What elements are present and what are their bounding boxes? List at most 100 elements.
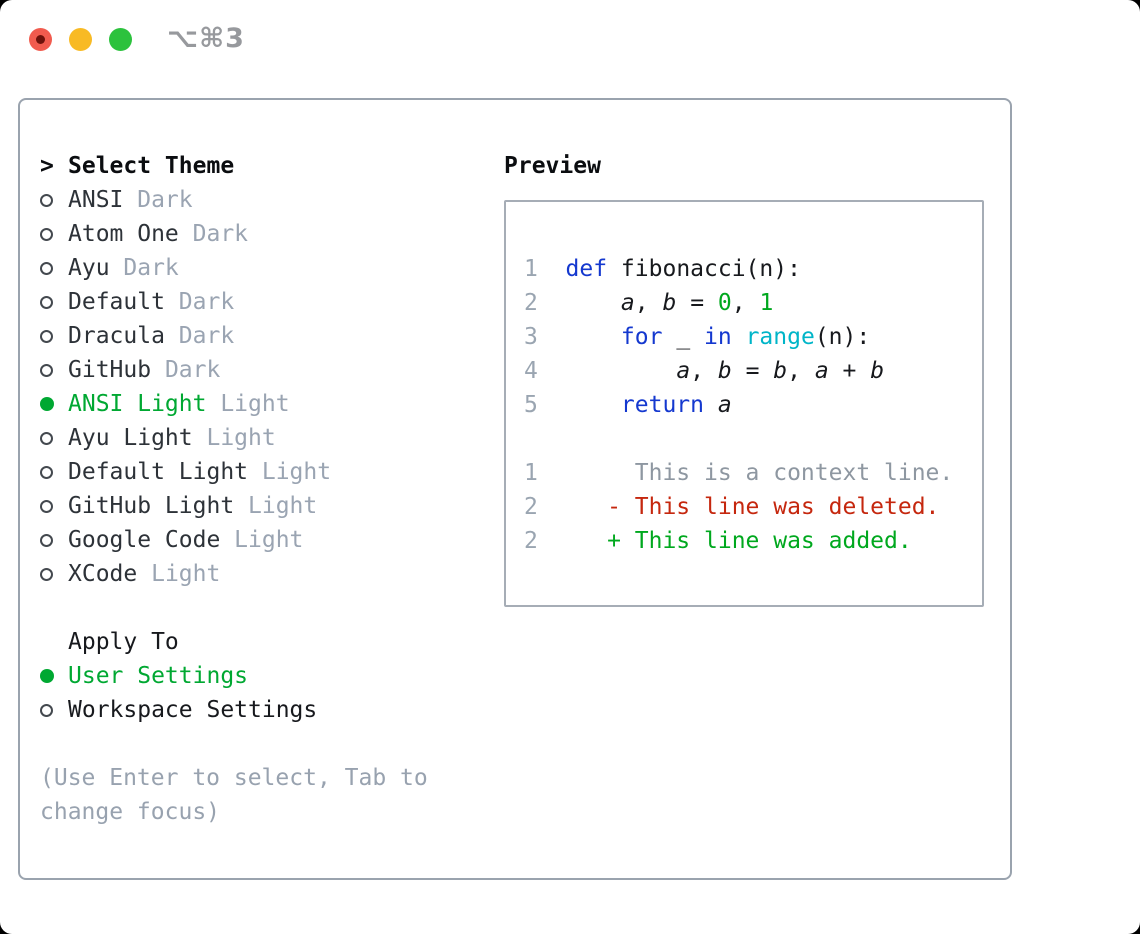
theme-variant: Light	[151, 561, 221, 587]
apply-option[interactable]: Workspace Settings	[40, 693, 504, 727]
theme-name: Default	[68, 289, 165, 315]
theme-name: Dracula	[68, 323, 165, 349]
line-content: for _ in range(n):	[620, 324, 871, 350]
code-line: 2 + This line was added.	[524, 524, 982, 558]
theme-option[interactable]: ANSI Dark	[40, 183, 504, 217]
theme-variant: Dark	[178, 323, 235, 349]
theme-option[interactable]: XCode Light	[40, 557, 504, 591]
line-number: 1	[524, 256, 538, 282]
theme-name: Google Code	[68, 527, 221, 553]
theme-name: ANSI Light	[68, 391, 207, 417]
line-number: 1	[524, 460, 538, 486]
code-line: 5 return a	[524, 388, 982, 422]
theme-name: Ayu Light	[68, 425, 193, 451]
theme-option[interactable]: Google Code Light	[40, 523, 504, 557]
theme-option[interactable]: Ayu Light Light	[40, 421, 504, 455]
preview-column: Preview 1 def fibonacci(n): 2 a, b = 0, …	[504, 149, 1010, 878]
theme-variant: Dark	[164, 357, 221, 383]
titlebar: ⌥⌘3	[0, 0, 1140, 78]
theme-option[interactable]: Default Dark	[40, 285, 504, 319]
theme-option[interactable]: GitHub Light Light	[40, 489, 504, 523]
apply-to-header: Apply To	[40, 625, 504, 659]
theme-option[interactable]: Ayu Dark	[40, 251, 504, 285]
code-line: 3 for _ in range(n):	[524, 320, 982, 354]
preview-title: Preview	[504, 153, 601, 179]
theme-name: ANSI	[68, 187, 124, 213]
theme-variant: Light	[206, 425, 276, 451]
line-content: - This line was deleted.	[565, 494, 940, 520]
radio-icon	[40, 533, 68, 547]
theme-name: XCode	[68, 561, 138, 587]
theme-list: ANSI Dark Atom One Dark Ayu Dark Default…	[40, 183, 504, 591]
theme-variant: Dark	[123, 255, 179, 281]
radio-icon	[40, 669, 68, 683]
line-content: a, b = 0, 1	[620, 290, 774, 316]
select-theme-header: > Select Theme	[40, 149, 504, 183]
radio-icon	[40, 567, 68, 581]
theme-option[interactable]: Atom One Dark	[40, 217, 504, 251]
theme-option[interactable]: GitHub Dark	[40, 353, 504, 387]
line-content: return a	[620, 392, 732, 418]
theme-picker-panel: > Select Theme ANSI Dark Atom One Dark A…	[18, 98, 1012, 880]
theme-variant: Light	[220, 391, 290, 417]
theme-variant: Light	[234, 527, 304, 553]
apply-to-section: Apply To User Settings Workspace Setting…	[40, 625, 504, 727]
preview-box: 1 def fibonacci(n): 2 a, b = 0, 1 3 for …	[504, 200, 984, 607]
theme-name: Atom One	[68, 221, 179, 247]
code-line: 1 This is a context line.	[524, 456, 982, 490]
preview-header-row: Preview	[504, 149, 1010, 183]
theme-option[interactable]: Dracula Dark	[40, 319, 504, 353]
radio-icon	[40, 261, 68, 275]
prompt-icon: >	[40, 153, 54, 179]
radio-icon	[40, 431, 68, 445]
apply-to-options: User Settings Workspace Settings	[40, 659, 504, 727]
close-button[interactable]	[29, 28, 52, 51]
line-content: This is a context line.	[565, 460, 954, 486]
theme-option[interactable]: ANSI Light Light	[40, 387, 504, 421]
theme-list-column: > Select Theme ANSI Dark Atom One Dark A…	[40, 149, 504, 878]
zoom-button[interactable]	[109, 28, 132, 51]
theme-variant: Dark	[192, 221, 249, 247]
line-content: + This line was added.	[565, 528, 912, 554]
radio-icon	[40, 227, 68, 241]
radio-icon	[40, 329, 68, 343]
apply-option-label: User Settings	[68, 663, 249, 689]
line-number: 2	[524, 528, 538, 554]
line-number: 5	[524, 392, 538, 418]
select-theme-title: Select Theme	[68, 153, 235, 179]
radio-icon	[40, 499, 68, 513]
code-line: 2 - This line was deleted.	[524, 490, 982, 524]
radio-icon	[40, 193, 68, 207]
line-number: 4	[524, 358, 538, 384]
line-number: 2	[524, 290, 538, 316]
theme-name: Default Light	[68, 459, 249, 485]
radio-icon	[40, 363, 68, 377]
theme-variant: Light	[248, 493, 318, 519]
radio-icon	[40, 703, 68, 717]
line-content: def fibonacci(n):	[565, 256, 801, 282]
line-number: 2	[524, 494, 538, 520]
apply-option-label: Workspace Settings	[68, 697, 318, 723]
code-line	[524, 422, 982, 456]
line-number: 3	[524, 324, 538, 350]
theme-name: GitHub Light	[68, 493, 235, 519]
apply-to-title: Apply To	[68, 629, 179, 655]
radio-icon	[40, 465, 68, 479]
code-line: 2 a, b = 0, 1	[524, 286, 982, 320]
keyboard-hint: (Use Enter to select, Tab to change focu…	[40, 765, 428, 825]
minimize-button[interactable]	[69, 28, 92, 51]
traffic-lights	[29, 28, 132, 51]
radio-icon	[40, 397, 68, 411]
code-line: 4 a, b = b, a + b	[524, 354, 982, 388]
apply-option[interactable]: User Settings	[40, 659, 504, 693]
theme-option[interactable]: Default Light Light	[40, 455, 504, 489]
line-number	[524, 422, 566, 456]
theme-variant: Dark	[137, 187, 193, 213]
theme-name: Ayu	[68, 255, 110, 281]
window-title: ⌥⌘3	[167, 23, 245, 54]
line-content: a, b = b, a + b	[676, 358, 885, 384]
radio-icon	[40, 295, 68, 309]
theme-variant: Dark	[178, 289, 235, 315]
theme-name: GitHub	[68, 357, 152, 383]
